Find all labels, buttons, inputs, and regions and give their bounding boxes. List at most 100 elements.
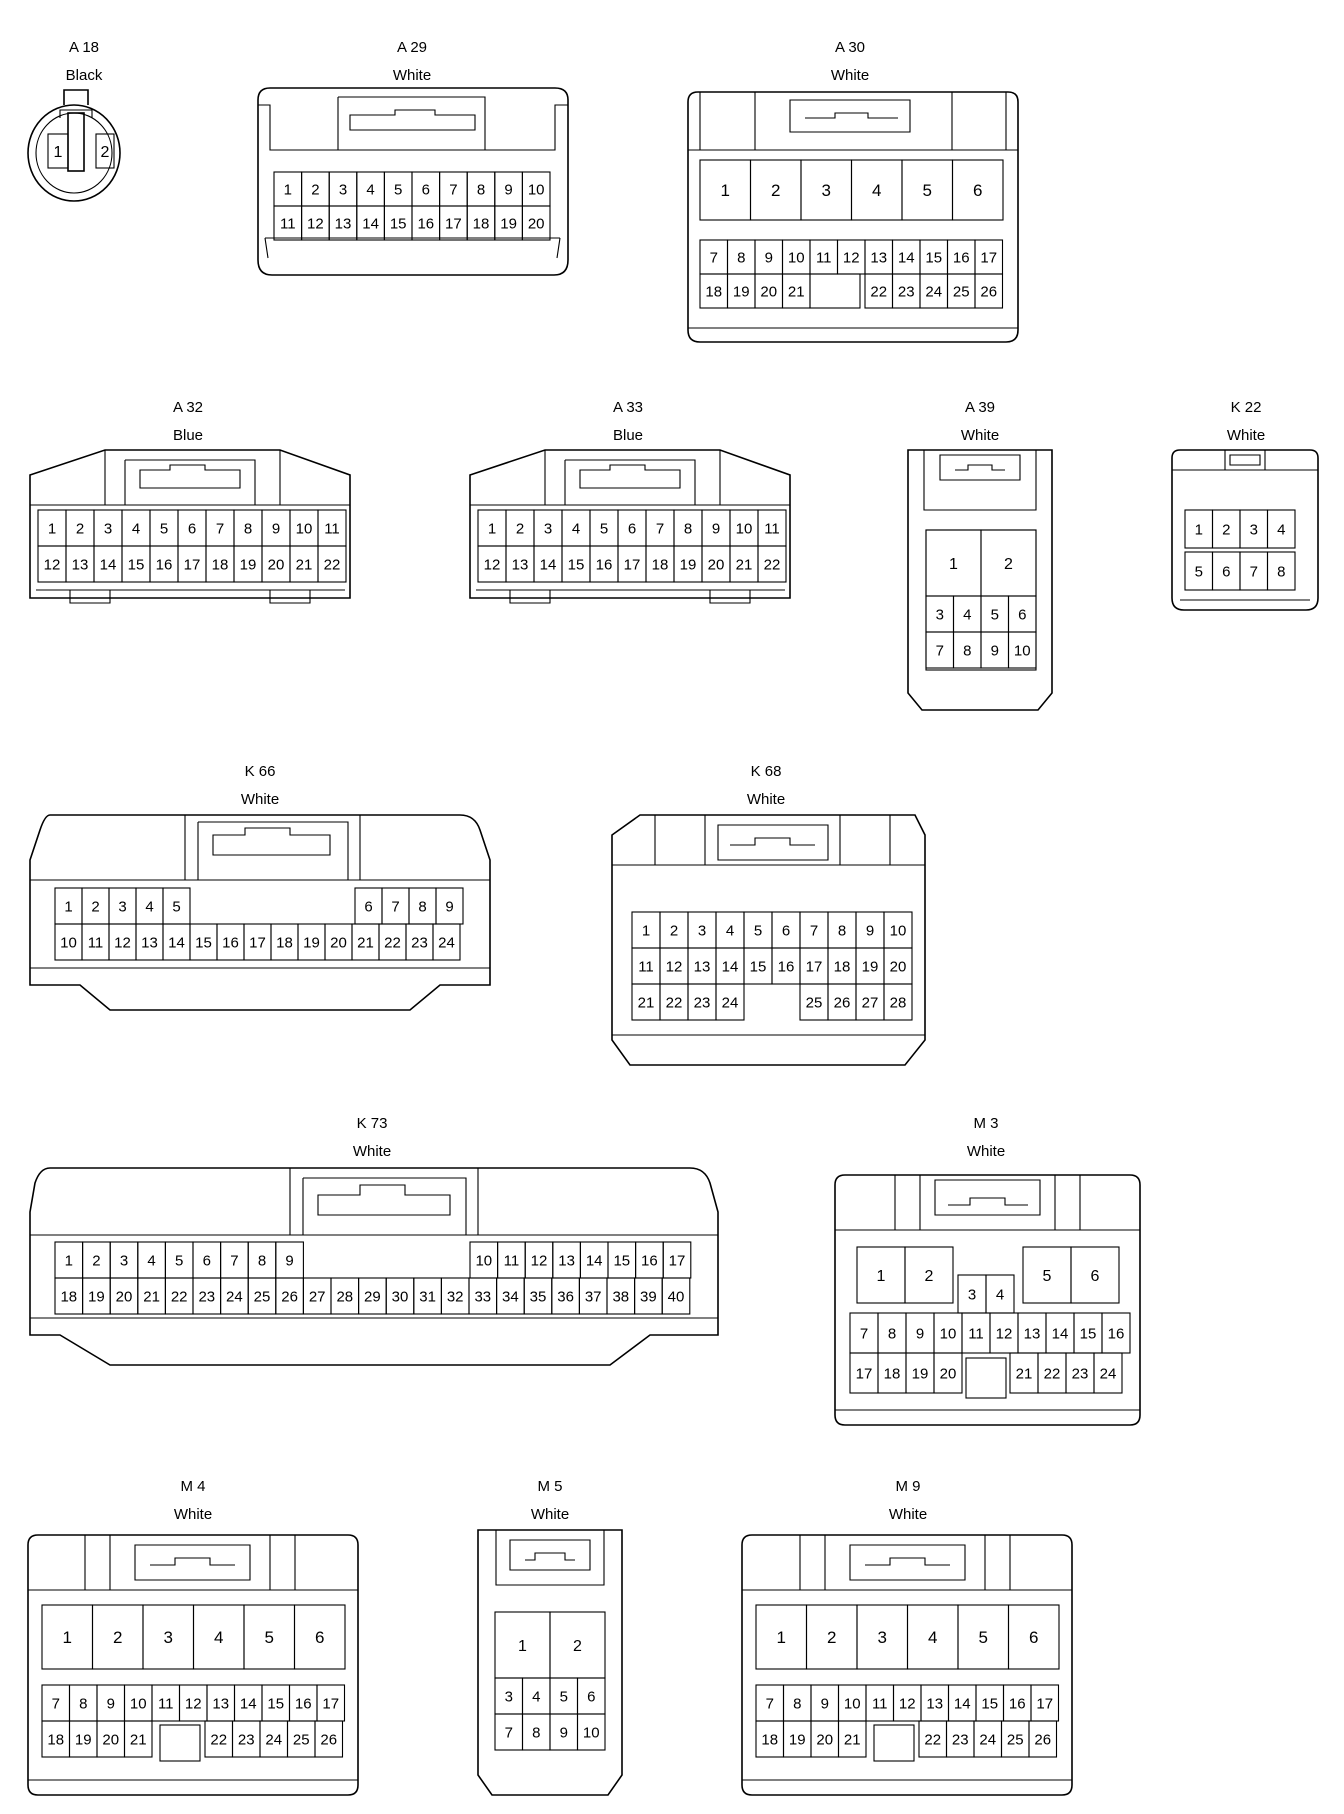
pin-number: 24 xyxy=(438,934,455,951)
pin-cell-a-32-6: 6 xyxy=(177,509,207,547)
pin-cavity xyxy=(95,133,115,169)
pin-number: 18 xyxy=(834,958,851,975)
pin-number: 1 xyxy=(721,181,730,200)
pin-number: 9 xyxy=(991,642,999,659)
connector-id-a-18: A 18 xyxy=(69,39,99,56)
latch xyxy=(150,1557,235,1566)
pin-cell-m-4-21: 21 xyxy=(123,1720,153,1758)
pin-cell-k-66-18: 18 xyxy=(270,923,299,961)
pin-number: 10 xyxy=(475,1252,492,1269)
pin-number: 19 xyxy=(500,215,517,232)
pin-cell-k-73-4: 4 xyxy=(137,1241,166,1279)
pin-number: 20 xyxy=(816,1731,833,1748)
pin-number: 9 xyxy=(765,249,773,266)
pin-number: 24 xyxy=(1100,1365,1117,1382)
pin-number: 1 xyxy=(877,1268,886,1285)
pin-number: 6 xyxy=(364,898,372,915)
pin-cell-a-30-5: 5 xyxy=(901,159,954,221)
pin-cell-k-73-15: 15 xyxy=(607,1241,637,1279)
pin-number: 29 xyxy=(364,1288,381,1305)
pin-cell-k-68-15: 15 xyxy=(743,947,773,985)
pin-number: 17 xyxy=(249,934,266,951)
pin-number: 11 xyxy=(816,249,832,266)
pin-cell-m-4-20: 20 xyxy=(96,1720,126,1758)
pin-number: 21 xyxy=(130,1731,147,1748)
housing-outline xyxy=(834,1174,1141,1426)
pin-number: 14 xyxy=(240,1695,257,1712)
pin-cell-k-73-21: 21 xyxy=(137,1277,166,1315)
pin-number: 7 xyxy=(766,1695,774,1712)
pin-number: 8 xyxy=(684,520,692,537)
pin-cavity xyxy=(293,1604,346,1670)
pin-number: 24 xyxy=(722,994,739,1011)
pin-cell-k-68-23: 23 xyxy=(687,983,717,1021)
pin-cell-k-68-16: 16 xyxy=(771,947,801,985)
pin-cell-k-73-35: 35 xyxy=(523,1277,553,1315)
pin-number: 4 xyxy=(532,1688,540,1705)
pin-number: 15 xyxy=(1080,1325,1097,1342)
pin-number: 14 xyxy=(586,1252,603,1269)
pin-cell-m-3-23: 23 xyxy=(1065,1352,1095,1394)
pin-cell-k-73-10: 10 xyxy=(469,1241,499,1279)
pin-cavity xyxy=(715,983,745,1021)
pin-number: 5 xyxy=(979,1628,988,1647)
connector-color-k-22: White xyxy=(1227,427,1265,444)
pin-cell-a-30-15: 15 xyxy=(919,239,949,275)
housing-outline xyxy=(29,814,491,1011)
pin-cavity xyxy=(757,545,787,583)
pin-cell-m-4-25: 25 xyxy=(286,1720,316,1758)
connector-id-a-39: A 39 xyxy=(965,399,995,416)
pin-number: 32 xyxy=(447,1288,464,1305)
pin-cell-a-32-2: 2 xyxy=(65,509,95,547)
pin-cell-k-66-1: 1 xyxy=(54,887,83,925)
pin-number: 10 xyxy=(1014,642,1031,659)
pin-number: 3 xyxy=(936,606,944,623)
pin-number: 10 xyxy=(60,934,77,951)
pin-cell-a-33-8: 8 xyxy=(673,509,703,547)
pin-cell-k-66-3: 3 xyxy=(108,887,137,925)
pin-number: 20 xyxy=(528,215,545,232)
latch xyxy=(1229,454,1261,466)
pin-cell-a-29-16: 16 xyxy=(411,205,441,241)
pin-number: 10 xyxy=(296,520,313,537)
pin-cell-a-39-9: 9 xyxy=(980,631,1010,669)
pin-number: 15 xyxy=(195,934,212,951)
pin-number: 24 xyxy=(925,283,942,300)
connector-id-m-4: M 4 xyxy=(180,1478,205,1495)
pin-cell-k-66-7: 7 xyxy=(381,887,410,925)
pin-cell-m-5-9: 9 xyxy=(549,1713,579,1751)
pin-cell-m-3-6: 6 xyxy=(1070,1246,1120,1304)
pin-cell-a-30-14: 14 xyxy=(891,239,921,275)
pin-number: 5 xyxy=(991,606,999,623)
pin-number: 6 xyxy=(587,1688,595,1705)
pin-cell-k-68-1: 1 xyxy=(631,911,661,949)
pin-cell-a-32-20: 20 xyxy=(261,545,291,583)
pin-number: 21 xyxy=(788,283,805,300)
pin-cell-m-5-5: 5 xyxy=(549,1677,579,1715)
pin-cell-a-29-2: 2 xyxy=(301,171,330,207)
housing-outline xyxy=(754,92,953,150)
pin-cell-m-3-9: 9 xyxy=(905,1312,935,1354)
pin-cavity xyxy=(1028,1720,1058,1758)
housing-outline xyxy=(36,589,345,604)
pin-number: 15 xyxy=(925,249,942,266)
pin-cell-a-30-10: 10 xyxy=(781,239,811,275)
housing-outline xyxy=(923,450,1037,511)
pin-number: 19 xyxy=(912,1365,929,1382)
pin-cell-m-4-9: 9 xyxy=(96,1684,126,1722)
pin-number: 38 xyxy=(612,1288,629,1305)
pin-number: 8 xyxy=(888,1325,896,1342)
pin-cell-m-3-11: 11 xyxy=(961,1312,991,1354)
pin-number: 18 xyxy=(276,934,293,951)
pin-number: 24 xyxy=(226,1288,243,1305)
pin-cell-k-73-11: 11 xyxy=(497,1241,526,1279)
pin-number: 28 xyxy=(890,994,907,1011)
housing-outline xyxy=(1171,449,1319,611)
pin-number: 9 xyxy=(445,898,453,915)
pin-cell-m-9-18: 18 xyxy=(755,1720,785,1758)
pin-number: 21 xyxy=(1016,1365,1033,1382)
connector-id-k-66: K 66 xyxy=(245,763,276,780)
latch xyxy=(139,464,241,489)
pin-cell-m-4-18: 18 xyxy=(41,1720,71,1758)
pin-cell-a-32-19: 19 xyxy=(233,545,263,583)
